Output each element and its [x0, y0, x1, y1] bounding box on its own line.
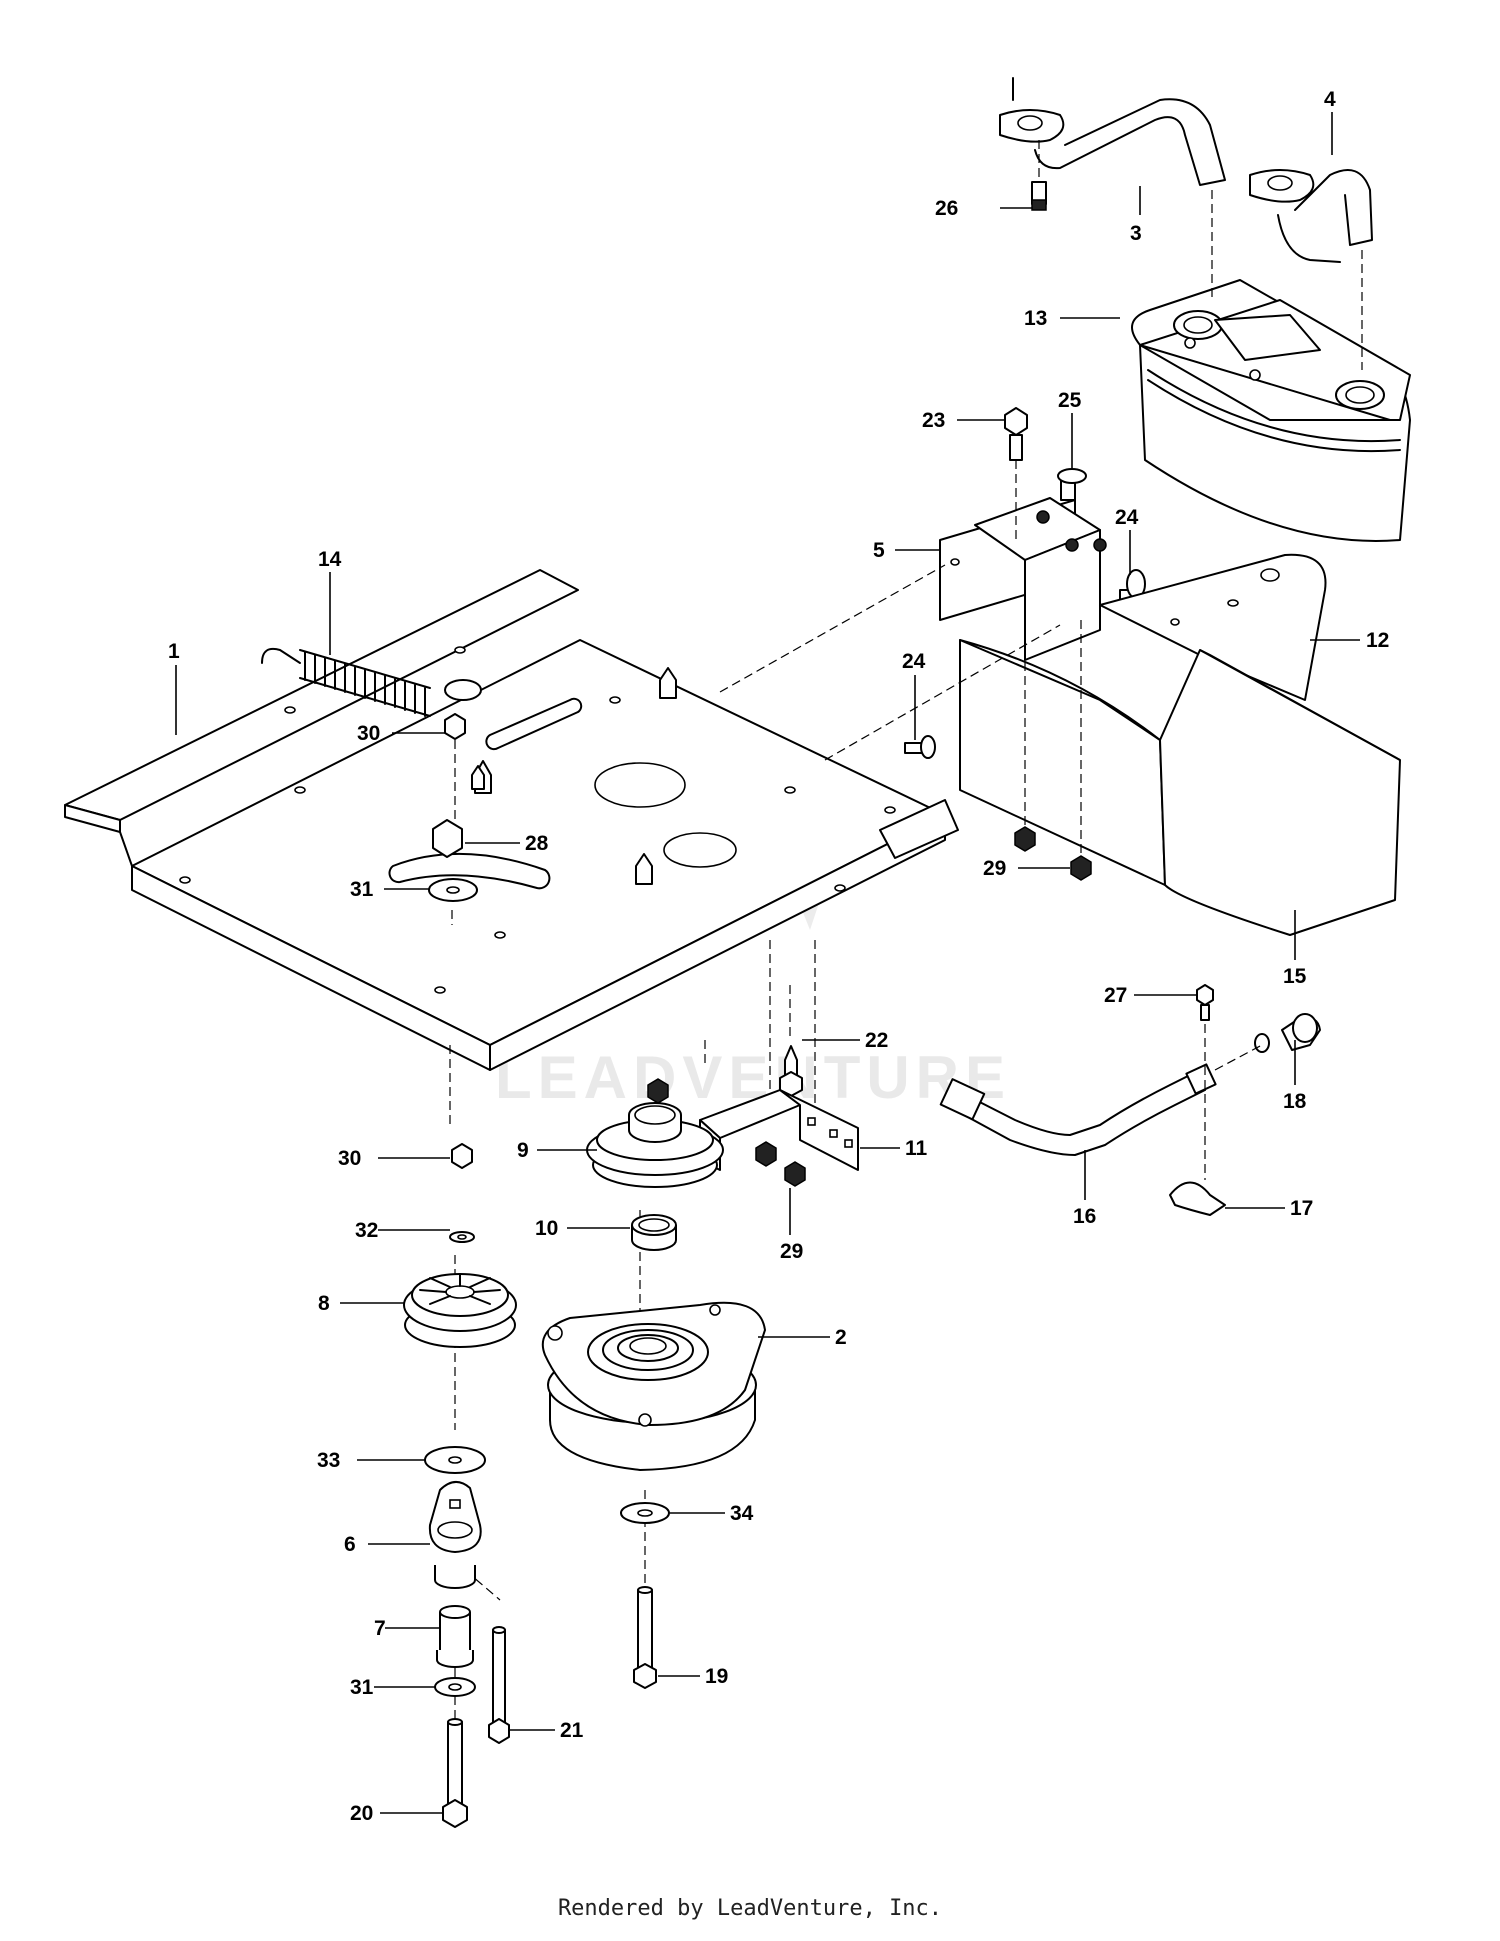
callout-34: 34: [730, 1502, 754, 1525]
bolt-20: [442, 1718, 468, 1828]
callout-31b: 31: [350, 1676, 374, 1699]
callout-23: 23: [922, 409, 945, 432]
callout-29b: 29: [780, 1240, 803, 1263]
callout-4: 4: [1324, 88, 1336, 111]
callout-30b: 30: [338, 1147, 361, 1170]
electric-pto-clutch: [541, 1301, 766, 1471]
callout-15: 15: [1283, 965, 1307, 988]
callout-5: 5: [873, 539, 885, 562]
idler-pulley-flat: [403, 1273, 517, 1348]
discharge-chute: [959, 639, 1401, 936]
nut-30-lower: [451, 1143, 473, 1169]
washer-33: [424, 1446, 486, 1474]
frame-plate: [64, 569, 959, 1071]
callout-10: 10: [535, 1217, 558, 1240]
callout-24a: 24: [1115, 506, 1139, 529]
callout-29a: 29: [983, 857, 1006, 880]
callout-33: 33: [317, 1449, 340, 1472]
exhaust-stud: [1031, 140, 1047, 211]
screw-27: [1196, 984, 1214, 1021]
callout-14: 14: [318, 548, 342, 571]
hardware-upper-idler: [428, 713, 485, 925]
exhaust-pipe-left: [999, 77, 1226, 300]
callout-25: 25: [1058, 389, 1082, 412]
spacer-7: [436, 1605, 474, 1668]
callout-19: 19: [705, 1665, 728, 1688]
idler-pulley-v: [586, 1102, 724, 1188]
elbow-fitting: [1254, 1013, 1321, 1053]
callout-27: 27: [1104, 984, 1127, 1007]
callout-labels: 1 14 30 28 31 26 3 4 13 23 25 5 24 12 24…: [168, 88, 1389, 1825]
svg-text:LEADVENTURE: LEADVENTURE: [495, 1044, 1011, 1111]
callout-2: 2: [835, 1326, 847, 1349]
render-credit: Rendered by LeadVenture, Inc.: [557, 1896, 943, 1921]
clutch-bolt: [633, 1586, 657, 1689]
bolt-21: [488, 1626, 510, 1744]
callout-30: 30: [357, 722, 380, 745]
tension-spring: [261, 647, 482, 717]
shoulder-bolt: [779, 1045, 803, 1097]
clutch-washer: [620, 1502, 670, 1524]
callout-17: 17: [1290, 1197, 1313, 1220]
bushing: [631, 1214, 677, 1251]
callout-22: 22: [865, 1029, 888, 1052]
callout-18: 18: [1283, 1090, 1307, 1113]
hose-clamp: [1169, 1010, 1226, 1216]
callout-20: 20: [350, 1802, 373, 1825]
callout-8: 8: [318, 1292, 330, 1315]
callout-32: 32: [355, 1219, 378, 1242]
callout-28: 28: [525, 832, 549, 855]
callout-11: 11: [905, 1137, 928, 1160]
callout-12: 12: [1366, 629, 1389, 652]
washer-32: [449, 1231, 475, 1243]
callout-7: 7: [374, 1617, 386, 1640]
callout-26: 26: [935, 197, 958, 220]
callout-13: 13: [1024, 307, 1047, 330]
leader-lines: [175, 112, 1360, 1814]
washer-31-lower: [434, 1677, 476, 1697]
callout-9: 9: [517, 1139, 529, 1162]
callout-24b: 24: [902, 650, 926, 673]
heat-shield: [1099, 553, 1327, 701]
idler-arm: [428, 1481, 482, 1589]
callout-3: 3: [1130, 222, 1142, 245]
muffler: [1131, 279, 1411, 542]
callout-16: 16: [1073, 1205, 1096, 1228]
exhaust-pipe-right: [1249, 169, 1373, 370]
flange-nuts-29: [1014, 620, 1092, 881]
callout-1: 1: [168, 640, 180, 663]
callout-21: 21: [560, 1719, 584, 1742]
callout-31: 31: [350, 878, 374, 901]
callout-6: 6: [344, 1533, 356, 1556]
shield-bolt: [904, 735, 936, 759]
fuel-hose: [939, 1044, 1263, 1156]
